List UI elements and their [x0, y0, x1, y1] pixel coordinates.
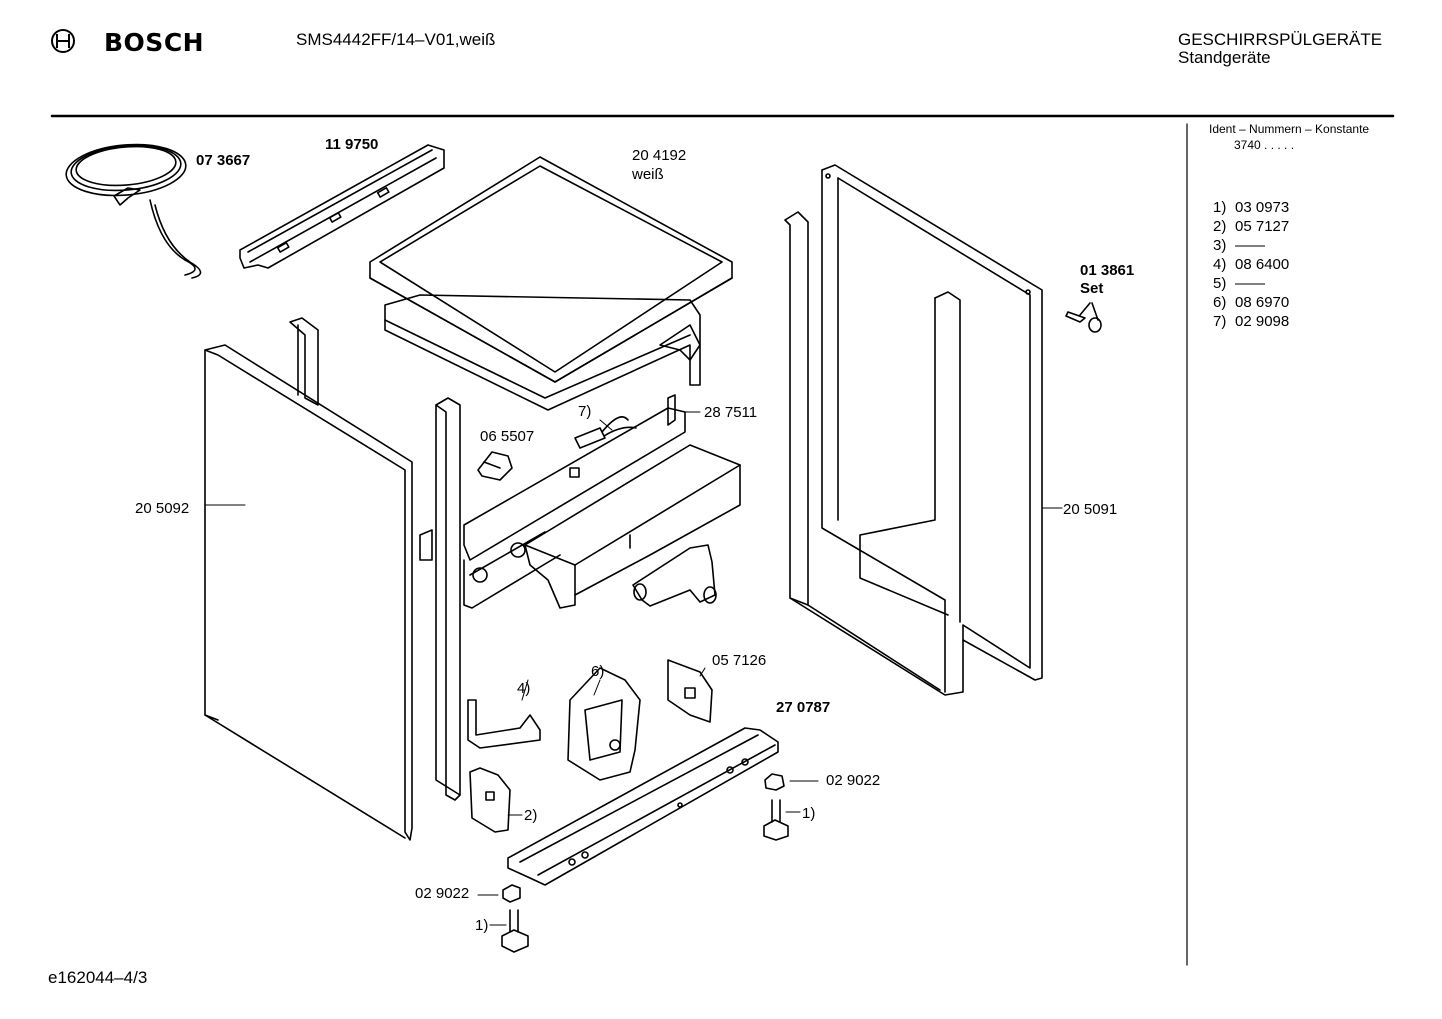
part-label-204192: 20 4192: [632, 147, 687, 164]
left-frame-strip-drawing: [419, 397, 461, 801]
legend-value: 03 0973: [1235, 199, 1290, 216]
bracket-057126-drawing: [667, 659, 713, 723]
duct-drawing: [632, 544, 717, 607]
switch-part-drawing: [477, 451, 513, 481]
bosch-logo-mark: [51, 29, 75, 53]
screw-set-drawing: [1065, 302, 1102, 333]
bracket-4-drawing: [467, 699, 541, 749]
legend-key: 2): [1213, 218, 1227, 235]
legend-item: 3) ——: [1213, 236, 1289, 255]
part-label-205091: 20 5091: [1063, 501, 1118, 518]
bracket-6-drawing: [567, 667, 641, 781]
top-rail-drawing: [239, 144, 445, 269]
part-ref-1-left: 1): [475, 917, 489, 934]
legend-key: 5): [1213, 275, 1227, 292]
worktop-support-drawing: [384, 294, 701, 411]
legend-item: 5) ——: [1213, 274, 1289, 293]
category-title: GESCHIRRSPÜLGERÄTE: [1178, 30, 1383, 49]
part-label-029022-right: 02 9022: [826, 772, 881, 789]
model-number: SMS4442FF/14–V01,weiß: [296, 30, 496, 49]
part-label-073667: 07 3667: [196, 152, 251, 169]
legend-item: 6) 08 6970: [1213, 293, 1289, 312]
leader-lines: [204, 411, 1063, 926]
legend-key: 1): [1213, 199, 1227, 216]
legend-item: 4) 08 6400: [1213, 255, 1289, 274]
legend-key: 6): [1213, 294, 1227, 311]
bracket-287511-drawing: [667, 394, 676, 426]
foot-right-drawing: [763, 773, 789, 841]
part-label-013861: 01 3861: [1080, 262, 1135, 279]
legend-key: 4): [1213, 256, 1227, 273]
part-label-205092: 20 5092: [135, 500, 190, 517]
part-label-029022-left: 02 9022: [415, 885, 470, 902]
part-ref-6: 6): [591, 663, 605, 680]
legend-value: 08 6400: [1235, 256, 1290, 273]
ident-title: Ident – Nummern – Konstante: [1209, 122, 1370, 136]
part-ref-7: 7): [578, 403, 592, 420]
part-label-057126: 05 7126: [712, 652, 767, 669]
part-label-119750: 11 9750: [325, 136, 379, 153]
part-ref-2: 2): [524, 807, 538, 824]
part-ref-1-right: 1): [802, 805, 816, 822]
detergent-block-drawing: [524, 444, 741, 609]
part-ref-4: 4): [517, 680, 531, 697]
brand-name: BOSCH: [104, 28, 205, 57]
worktop-drawing: [369, 156, 733, 383]
part-label-065507: 06 5507: [480, 428, 535, 445]
legend-value: 02 9098: [1235, 313, 1290, 330]
legend-item: 1) 03 0973: [1213, 198, 1289, 217]
legend-item: 2) 05 7127: [1213, 217, 1289, 236]
foot-left-drawing: [501, 884, 529, 953]
part-label-287511: 28 7511: [704, 404, 758, 421]
ident-constant: 3740 . . . . .: [1234, 138, 1295, 152]
part-label-270787: 27 0787: [776, 699, 831, 716]
legend-value: 05 7127: [1235, 218, 1290, 235]
document-id: e162044–4/3: [48, 968, 148, 987]
bottom-rail-drawing: [507, 727, 779, 886]
part-color-204192: weiß: [632, 166, 664, 183]
legend-item: 7) 02 9098: [1213, 312, 1289, 331]
capacitor-part-drawing: [574, 416, 637, 449]
legend-key: 7): [1213, 313, 1227, 330]
legend-value: ——: [1235, 237, 1265, 254]
legend-value: ——: [1235, 275, 1265, 292]
legend-value: 08 6970: [1235, 294, 1290, 311]
category-subtitle: Standgeräte: [1178, 48, 1271, 67]
right-side-panel-drawing: [784, 164, 1043, 696]
power-cord-drawing: [65, 143, 202, 279]
left-side-panel-drawing: [204, 317, 413, 841]
part-set-013861: Set: [1080, 280, 1104, 297]
legend-list: 1)03 0973 2)05 7127 3)—— 4)08 6400 5)—— …: [1213, 198, 1289, 331]
legend-key: 3): [1213, 237, 1227, 254]
bracket-2-drawing: [469, 767, 511, 833]
